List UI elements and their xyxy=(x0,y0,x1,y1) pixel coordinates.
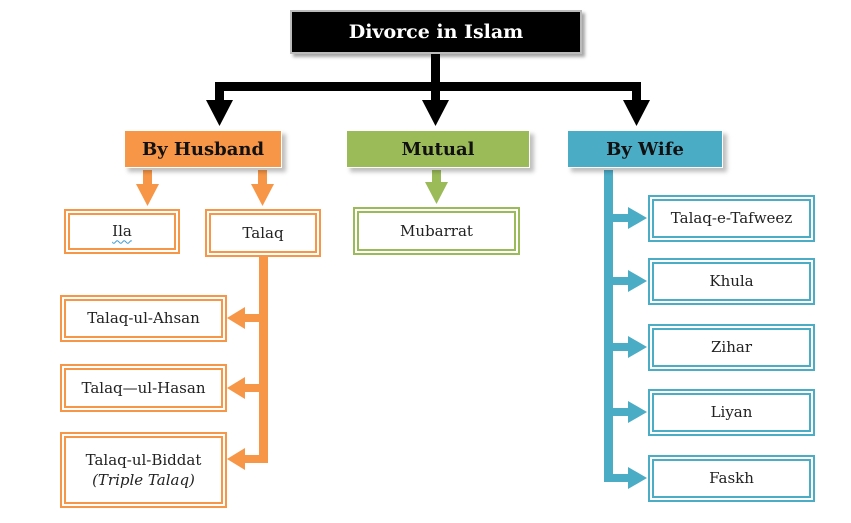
node-talaq-ul-biddat-text: Talaq-ul-Biddat (Triple Talaq) xyxy=(86,450,202,491)
arrow-to-zihar xyxy=(628,336,647,358)
node-talaq: Talaq xyxy=(205,209,321,257)
arrow-to-biddat xyxy=(227,448,245,470)
arrow-to-by-wife xyxy=(623,100,650,126)
category-by-wife-label: By Wife xyxy=(606,138,684,160)
arrow-to-by-husband xyxy=(206,100,233,126)
node-faskh-label: Faskh xyxy=(709,469,754,488)
node-zihar: Zihar xyxy=(648,324,815,371)
arrow-to-hasan xyxy=(227,377,245,399)
node-mubarrat-label: Mubarrat xyxy=(400,221,473,240)
title-connectors xyxy=(206,54,650,126)
node-talaq-label: Talaq xyxy=(242,223,284,242)
category-by-husband-label: By Husband xyxy=(141,138,265,160)
node-talaq-ul-biddat: Talaq-ul-Biddat (Triple Talaq) xyxy=(60,432,227,508)
node-talaq-ul-biddat-label: Talaq-ul-Biddat xyxy=(85,450,202,469)
arrow-to-mutual xyxy=(422,100,449,126)
category-mutual: Mutual xyxy=(346,130,530,168)
diagram-title-text: Divorce in Islam xyxy=(348,21,524,43)
arrow-to-talaq xyxy=(251,184,274,206)
category-by-husband: By Husband xyxy=(124,130,282,168)
category-by-wife: By Wife xyxy=(567,130,723,168)
node-faskh: Faskh xyxy=(648,455,815,502)
node-ila: Ila xyxy=(64,209,180,254)
node-talaq-e-tafweez: Talaq-e-Tafweez xyxy=(648,195,815,242)
husband-connectors xyxy=(136,170,274,470)
node-mubarrat: Mubarrat xyxy=(353,207,520,255)
category-mutual-label: Mutual xyxy=(401,138,475,160)
node-liyan-label: Liyan xyxy=(710,403,753,422)
node-talaq-ul-hasan: Talaq—ul-Hasan xyxy=(60,364,227,412)
wife-connectors xyxy=(604,170,647,489)
arrow-to-mubarrat xyxy=(425,182,448,204)
node-talaq-ul-ahsan-label: Talaq-ul-Ahsan xyxy=(87,309,200,328)
arrow-to-ila xyxy=(136,184,159,206)
node-talaq-e-tafweez-label: Talaq-e-Tafweez xyxy=(670,209,793,228)
arrow-to-khula xyxy=(628,270,647,292)
node-talaq-ul-biddat-note: (Triple Talaq) xyxy=(92,471,195,489)
node-zihar-label: Zihar xyxy=(711,338,752,357)
diagram-title: Divorce in Islam xyxy=(290,10,582,54)
arrow-to-tafweez xyxy=(628,207,647,229)
node-talaq-ul-hasan-label: Talaq—ul-Hasan xyxy=(81,378,206,397)
node-talaq-ul-ahsan: Talaq-ul-Ahsan xyxy=(60,295,227,342)
node-liyan: Liyan xyxy=(648,389,815,436)
mutual-connectors xyxy=(425,170,448,204)
arrow-to-faskh xyxy=(628,467,647,489)
node-khula-label: Khula xyxy=(709,272,754,291)
node-ila-label: Ila xyxy=(112,222,132,241)
arrow-to-ahsan xyxy=(227,307,245,329)
arrow-to-liyan xyxy=(628,401,647,423)
node-khula: Khula xyxy=(648,258,815,305)
